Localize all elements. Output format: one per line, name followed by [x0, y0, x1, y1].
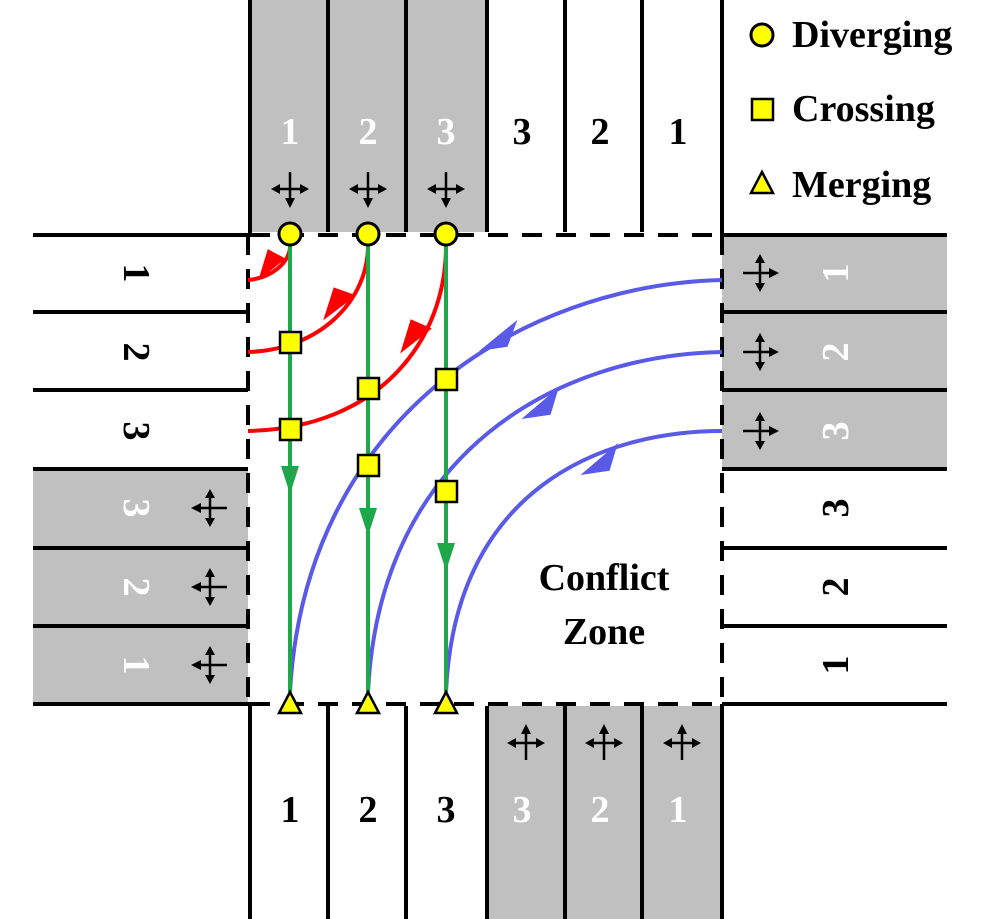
right-turn-arrow-1: [258, 249, 286, 281]
merging-triangle-icon: [276, 689, 304, 715]
merging-triangle-icon: [432, 689, 460, 715]
through-arrow-3: [437, 543, 455, 571]
crossing-square-icon: [278, 417, 303, 442]
legend: Diverging Crossing Merging: [748, 14, 952, 206]
approach-lanes: [33, 0, 947, 919]
diverging-circle-icon: [277, 221, 303, 247]
lane-number: 1: [281, 111, 300, 153]
lane-number: 3: [513, 111, 532, 153]
conflict-zone-label-line1: Conflict: [539, 557, 670, 599]
through-paths: [281, 246, 455, 692]
crossing-square-icon: [278, 330, 303, 355]
lane-number: 3: [437, 111, 456, 153]
lane-number: 3: [815, 499, 857, 518]
merging-points: [276, 689, 460, 715]
left-turn-path-3: [444, 429, 723, 693]
conflict-zone-boundary: [246, 233, 724, 706]
conflict-zone-label-line2: Zone: [563, 611, 645, 653]
through-arrow-2: [359, 508, 377, 536]
lane-number: 1: [815, 656, 857, 675]
legend-diverging-label: Diverging: [792, 14, 952, 56]
lane-number: 2: [815, 343, 857, 362]
lane-number: 2: [115, 578, 157, 597]
right-turn-path-2: [247, 245, 370, 354]
crossing-square-icon: [434, 367, 459, 392]
diverging-circle-icon: [749, 22, 775, 48]
crossing-square-icon: [356, 376, 381, 401]
lane-number: 1: [115, 264, 157, 283]
right-turn-arrow-3: [400, 319, 432, 354]
through-arrow-1: [281, 466, 299, 494]
lane-number: 1: [281, 789, 300, 831]
right-turn-arrow-2: [323, 287, 357, 321]
lane-number: 3: [815, 422, 857, 441]
lane-number: 1: [815, 264, 857, 283]
lane-number: 3: [115, 422, 157, 441]
left-turn-arrow-2: [521, 387, 559, 419]
legend-merging-label: Merging: [792, 164, 931, 206]
diverging-points: [277, 221, 459, 247]
lane-number: 2: [359, 789, 378, 831]
lane-number: 2: [115, 343, 157, 362]
left-turn-path-2: [366, 350, 723, 693]
lane-number: 1: [115, 656, 157, 675]
crossing-square-icon: [356, 453, 381, 478]
lane-number: 3: [513, 789, 532, 831]
crossing-square-icon: [434, 479, 459, 504]
lane-number: 2: [359, 111, 378, 153]
diverging-circle-icon: [433, 221, 459, 247]
lane-number: 2: [591, 111, 610, 153]
lane-number: 1: [669, 789, 688, 831]
legend-crossing-label: Crossing: [792, 88, 935, 130]
left-turn-arrow-1: [479, 319, 518, 352]
lane-number: 1: [669, 111, 688, 153]
crossing-points: [278, 330, 459, 504]
road-lines: [33, 0, 947, 919]
lane-number: 3: [437, 789, 456, 831]
lane-number: 2: [591, 789, 610, 831]
lane-number: 3: [115, 499, 157, 518]
lane-number: 2: [815, 578, 857, 597]
merging-triangle-icon: [748, 169, 776, 195]
left-turn-paths: [288, 278, 723, 693]
left-turn-arrow-3: [580, 443, 618, 475]
diverging-circle-icon: [355, 221, 381, 247]
merging-triangle-icon: [354, 689, 382, 715]
lane-numbers: 1 2 3 3 2 1 1 2 3 3 2 1 1 2 3 3 2 1 1 2 …: [115, 111, 857, 831]
crossing-square-icon: [750, 97, 775, 122]
